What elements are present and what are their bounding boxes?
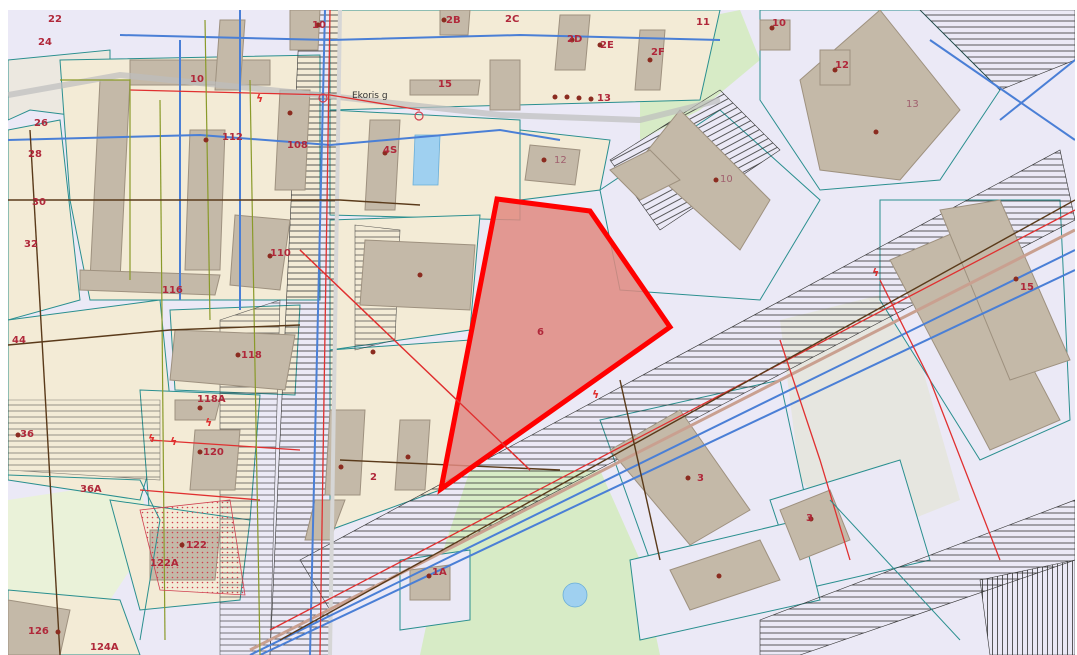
label-10-right: 10 bbox=[772, 18, 786, 29]
label-10-top: 10 bbox=[312, 20, 326, 31]
label-2e: 2E bbox=[600, 40, 614, 51]
power-station-icons: ϟ ϟ ϟ ϟ ϟ ϟ bbox=[148, 92, 879, 448]
label-3-a: 3 bbox=[697, 473, 704, 484]
power-icon: ϟ bbox=[170, 435, 177, 448]
label-2d: 2D bbox=[567, 34, 582, 45]
utility-lines-teal bbox=[8, 474, 961, 641]
label-36: 36 bbox=[20, 429, 34, 440]
label-30: 30 bbox=[32, 197, 46, 208]
label-110: 110 bbox=[270, 248, 291, 259]
street-label: Ekoris g bbox=[352, 91, 388, 101]
point-markers bbox=[15, 17, 1019, 635]
label-116: 116 bbox=[162, 285, 183, 296]
utility-lines-blue bbox=[8, 10, 1075, 655]
label-124a: 124A bbox=[90, 642, 119, 653]
label-28: 28 bbox=[28, 149, 42, 160]
label-1a: 1A bbox=[432, 567, 447, 578]
label-36a: 36A bbox=[80, 484, 102, 495]
label-118a: 118A bbox=[197, 394, 226, 405]
power-icon: ϟ bbox=[148, 432, 155, 445]
label-118: 118 bbox=[241, 350, 262, 361]
power-icon: ϟ bbox=[205, 416, 212, 429]
label-10-mid: 10 bbox=[720, 174, 733, 185]
restricted-zone bbox=[139, 499, 246, 596]
water-bodies bbox=[412, 134, 588, 608]
power-icon: ϟ bbox=[592, 388, 599, 401]
label-120: 120 bbox=[203, 447, 224, 458]
label-4s: 4S bbox=[383, 145, 397, 156]
label-2c: 2C bbox=[505, 14, 519, 25]
selected-parcel-label: 6 bbox=[537, 327, 544, 338]
label-2: 2 bbox=[370, 472, 377, 483]
label-3-b: 3 bbox=[806, 513, 813, 524]
label-26: 26 bbox=[34, 118, 48, 129]
utility-lines-brown bbox=[8, 129, 1075, 655]
label-11: 11 bbox=[696, 17, 710, 28]
label-44: 44 bbox=[12, 335, 26, 346]
label-24: 24 bbox=[38, 37, 52, 48]
label-10-small: 10 bbox=[190, 74, 204, 85]
power-icon: ϟ bbox=[872, 266, 879, 279]
label-32: 32 bbox=[24, 239, 38, 250]
power-icon: ϟ bbox=[256, 92, 263, 105]
label-12-mid: 12 bbox=[554, 155, 567, 166]
label-112: 112 bbox=[222, 132, 243, 143]
label-15-right: 15 bbox=[1020, 282, 1034, 293]
label-13-top: 13 bbox=[597, 93, 611, 104]
map-canvas[interactable]: 22 24 26 28 30 32 44 36 36A 10 2B 2C 2D … bbox=[8, 10, 1075, 655]
selected-parcel[interactable] bbox=[437, 196, 674, 495]
label-13-right: 13 bbox=[906, 99, 919, 110]
label-12-top: 12 bbox=[835, 60, 849, 71]
label-122a: 122A bbox=[150, 558, 179, 569]
label-22: 22 bbox=[48, 14, 62, 25]
label-2b: 2B bbox=[446, 15, 461, 26]
parcel-red-line bbox=[299, 249, 531, 471]
cadastral-map[interactable]: 22 24 26 28 30 32 44 36 36A 10 2B 2C 2D … bbox=[8, 10, 1075, 655]
label-108: 108 bbox=[287, 140, 308, 151]
label-15-top: 15 bbox=[438, 79, 452, 90]
well-markers bbox=[318, 93, 424, 121]
parcel-labels: 22 24 26 28 30 32 44 36 36A 10 2B 2C 2D … bbox=[12, 14, 1034, 653]
label-126: 126 bbox=[28, 626, 49, 637]
label-122: 122 bbox=[186, 540, 207, 551]
label-2f: 2F bbox=[651, 47, 665, 58]
